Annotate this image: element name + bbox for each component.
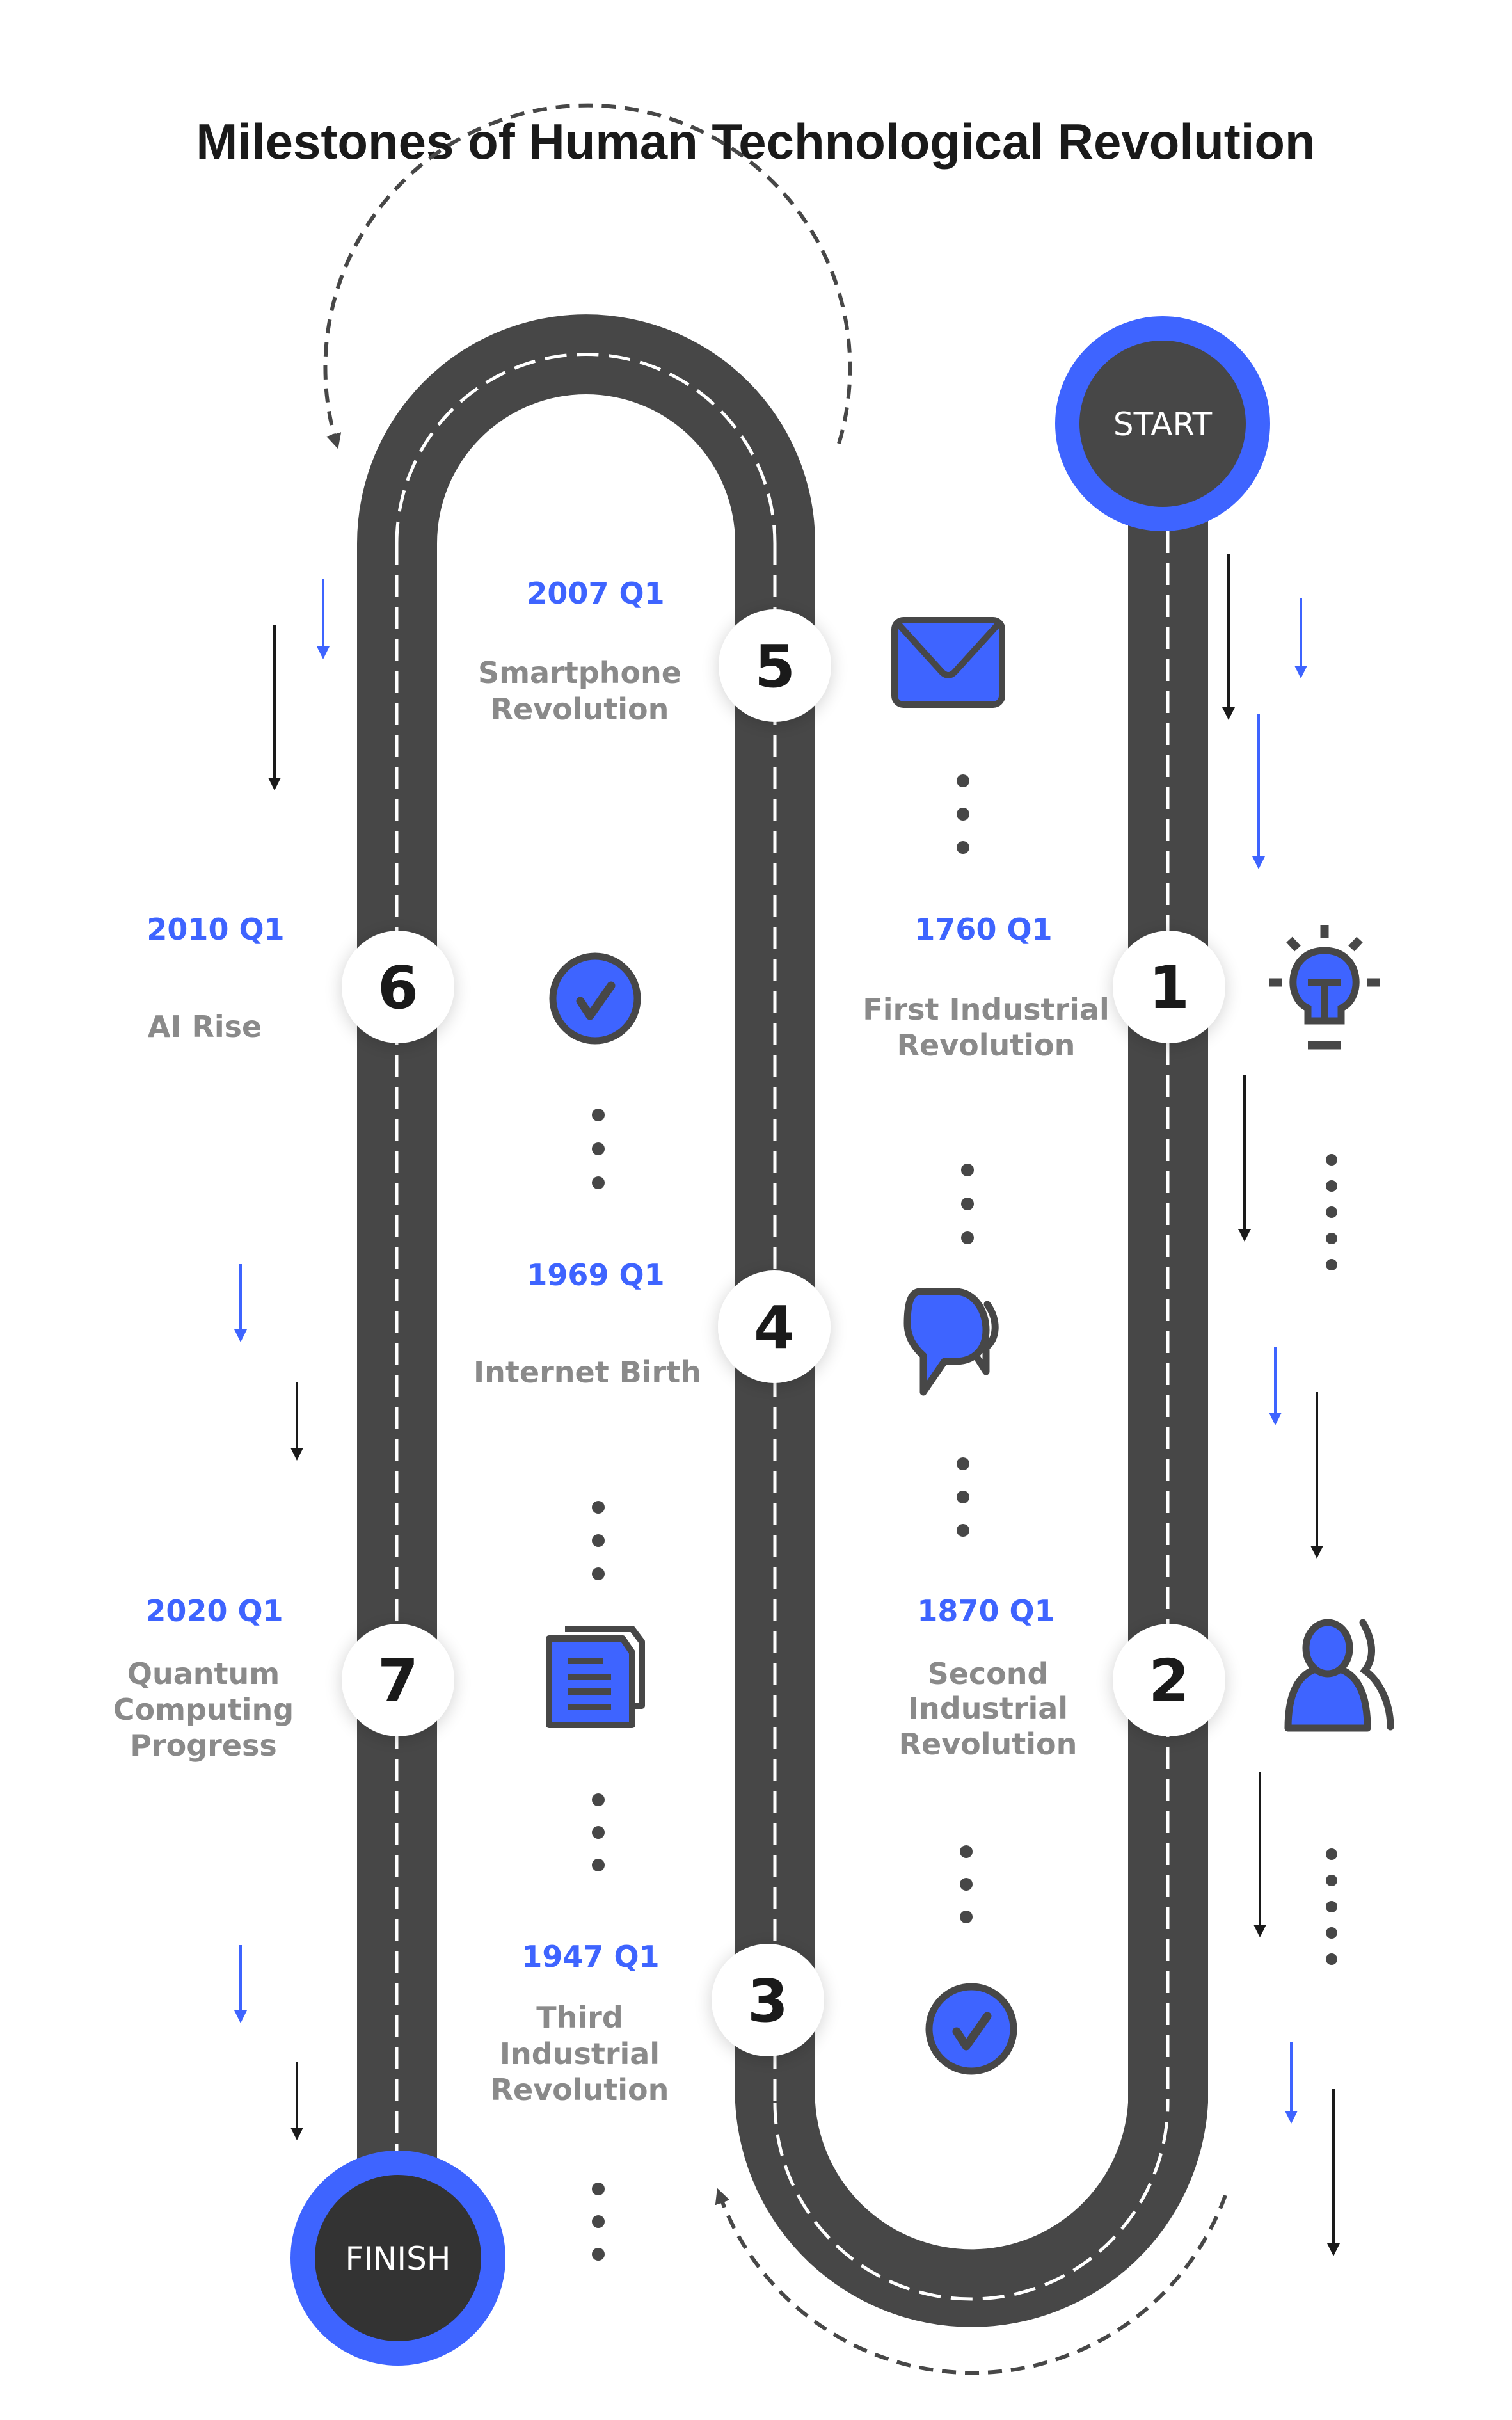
milestone-number: 5: [754, 632, 795, 701]
users-icon: [1284, 1619, 1394, 1732]
check-circle-icon: [925, 1983, 1017, 2075]
direction-arc-bottom: [715, 2188, 1227, 2375]
road-top-curve: [357, 314, 815, 543]
milestone-date: 1947 Q1: [521, 1939, 659, 1974]
milestone-5: 5 2007 Q1 Smartphone Revolution: [478, 576, 1005, 726]
ellipsis-dots: [592, 774, 1337, 2261]
down-arrow-icon: [317, 579, 330, 659]
ellipsis-icon: [957, 1457, 969, 1537]
milestone-title: Progress: [130, 1728, 277, 1763]
finish-label: FINISH: [346, 2240, 451, 2277]
milestone-title: Revolution: [897, 1028, 1076, 1062]
down-arrow-icon: [1253, 1772, 1266, 1937]
down-arrow-icon: [1327, 2089, 1340, 2256]
milestone-title: Quantum: [127, 1656, 280, 1691]
lightbulb-icon: [1269, 925, 1380, 1050]
milestone-title: Internet Birth: [473, 1355, 701, 1390]
milestone-number: 1: [1149, 954, 1190, 1022]
down-arrow-icon: [234, 1945, 247, 2023]
envelope-icon: [891, 617, 1005, 708]
down-arrow-icon: [268, 625, 281, 790]
milestone-7: 7 2020 Q1 Quantum Computing Progress: [113, 1594, 645, 1763]
down-arrow-icon: [1269, 1347, 1282, 1425]
milestone-badge: [1113, 931, 1225, 1043]
ellipsis-icon: [1326, 1848, 1337, 1965]
milestone-date: 2020 Q1: [145, 1594, 283, 1628]
milestone-date: 2007 Q1: [527, 576, 664, 611]
ellipsis-icon: [961, 1164, 974, 1244]
down-arrow-icon: [1252, 714, 1265, 869]
milestone-title: Industrial: [908, 1691, 1068, 1726]
milestone-4: 4 1969 Q1 Internet Birth: [473, 1258, 999, 1396]
start-label: START: [1113, 406, 1213, 443]
ellipsis-icon: [957, 774, 969, 854]
milestone-number: 7: [378, 1647, 418, 1715]
page-title: Milestones of Human Technological Revolu…: [196, 113, 1315, 170]
down-arrow-icon: [1222, 554, 1235, 720]
milestone-title: Second: [928, 1656, 1049, 1691]
milestone-badge: [342, 931, 454, 1043]
milestone-badge: [342, 1624, 454, 1736]
milestone-number: 6: [378, 954, 418, 1022]
milestone-date: 1969 Q1: [527, 1258, 664, 1292]
milestone-badge: [719, 609, 831, 722]
road-bottom-curve: [735, 2103, 1208, 2327]
down-arrow-icon: [1310, 1392, 1323, 1559]
milestone-3: 3 1947 Q1 Third Industrial Revolution: [491, 1939, 1017, 2107]
ellipsis-icon: [592, 2183, 605, 2261]
milestone-badge: [1113, 1624, 1225, 1736]
down-arrow-icon: [1238, 1075, 1251, 1242]
milestone-number: 4: [754, 1294, 795, 1362]
ellipsis-icon: [960, 1845, 973, 1923]
ellipsis-icon: [592, 1793, 605, 1871]
down-arrow-icon: [290, 2062, 303, 2140]
milestone-title: Third: [536, 2000, 623, 2035]
milestone-title: AI Rise: [148, 1009, 262, 1044]
milestone-badge: [712, 1944, 824, 2056]
ellipsis-icon: [592, 1109, 605, 1189]
chat-icon: [903, 1288, 999, 1396]
milestone-6: 6 2010 Q1 AI Rise: [147, 912, 641, 1045]
milestone-date: 1870 Q1: [917, 1594, 1054, 1628]
documents-icon: [546, 1626, 645, 1728]
finish-marker: FINISH: [290, 2151, 505, 2366]
milestone-number: 2: [1149, 1647, 1190, 1715]
check-circle-icon: [549, 952, 641, 1045]
ellipsis-icon: [592, 1501, 605, 1580]
start-marker: START: [1055, 316, 1270, 531]
milestone-title: Smartphone: [478, 655, 681, 690]
milestone-title: Revolution: [899, 1727, 1078, 1761]
motion-arrows: [234, 554, 1340, 2256]
direction-arc-top: [323, 103, 852, 449]
down-arrow-icon: [234, 1264, 247, 1342]
milestone-badge: [718, 1270, 831, 1383]
down-arrow-icon: [1294, 598, 1307, 678]
milestone-1: 1 1760 Q1 First Industrial Revolution: [863, 912, 1380, 1062]
milestone-date: 2010 Q1: [147, 912, 284, 947]
milestone-title: Computing: [113, 1692, 294, 1727]
down-arrow-icon: [290, 1382, 303, 1461]
milestone-title: Revolution: [491, 2072, 669, 2107]
milestone-date: 1760 Q1: [914, 912, 1052, 947]
milestone-title: Industrial: [500, 2037, 660, 2071]
milestone-title: Revolution: [491, 692, 669, 726]
lane-markings: [395, 353, 1170, 2301]
milestone-number: 3: [747, 1967, 788, 2035]
milestone-title: First Industrial: [863, 992, 1109, 1027]
ellipsis-icon: [1326, 1154, 1337, 1270]
down-arrow-icon: [1285, 2042, 1298, 2124]
milestone-2: 2 1870 Q1 Second Industrial Revolution: [899, 1594, 1394, 1761]
